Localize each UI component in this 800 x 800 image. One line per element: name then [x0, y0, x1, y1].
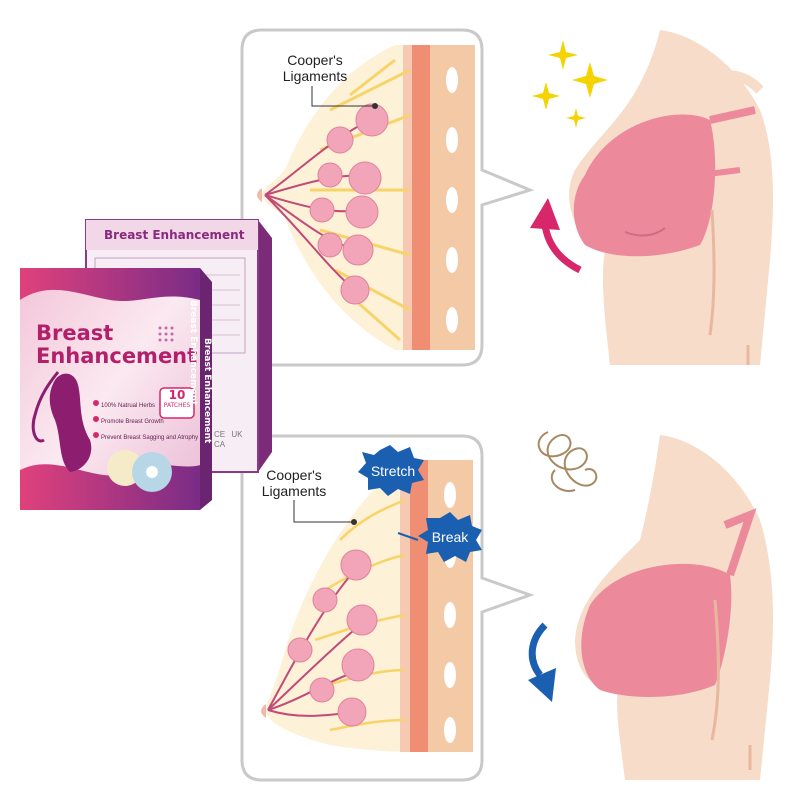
- certification-marks: CE UK CA: [214, 430, 254, 450]
- bullet-item: Prevent Breast Sagging and Atrophy: [101, 435, 199, 441]
- top-ligament-label-line1: Cooper's: [287, 52, 343, 68]
- arrow-up-curved-icon: [530, 198, 582, 274]
- back-box-side-text: Breast Enhancement: [202, 338, 212, 444]
- front-box-title: Breast Enhancement: [36, 321, 198, 368]
- bullet-item: Promote Breast Growth: [101, 419, 164, 425]
- top-ligament-label: Cooper's Ligaments: [270, 52, 360, 84]
- bottom-ligament-label-line1: Cooper's: [266, 467, 322, 483]
- lifted-torso-illustration: [569, 30, 773, 365]
- bottom-ligament-label-line2: Ligaments: [261, 483, 327, 499]
- ukca-mark: UK CA: [214, 430, 243, 449]
- front-box-title-line2: Enhancement: [36, 344, 198, 368]
- product-package-front: [20, 268, 212, 510]
- top-ligament-label-line2: Ligaments: [282, 68, 348, 84]
- back-box-title: Breast Enhancement: [104, 228, 245, 242]
- tangled-line-icon: [537, 431, 598, 492]
- sparkle-icon: [532, 40, 608, 128]
- top-callout-panel: [240, 28, 535, 367]
- stretch-label: Stretch: [370, 463, 416, 479]
- patch-count-unit: PATCHES: [163, 402, 191, 409]
- arrow-down-curved-icon: [528, 622, 556, 702]
- ce-mark: CE: [214, 430, 226, 439]
- bottom-callout-panel: [240, 434, 535, 782]
- product-bullet-list: 100% Natrual Herbs Promote Breast Growth…: [101, 398, 201, 446]
- front-box-title-line1: Breast: [36, 321, 114, 345]
- break-label: Break: [431, 529, 469, 545]
- break-burst: [418, 512, 482, 562]
- patch-count-number: 10: [168, 388, 186, 402]
- patch-count-badge: 10 PATCHES: [160, 389, 194, 410]
- sagging-torso-illustration: [575, 435, 773, 780]
- bullet-item: 100% Natrual Herbs: [101, 403, 156, 409]
- bottom-ligament-label: Cooper's Ligaments: [248, 467, 340, 499]
- stretch-burst: [358, 445, 424, 496]
